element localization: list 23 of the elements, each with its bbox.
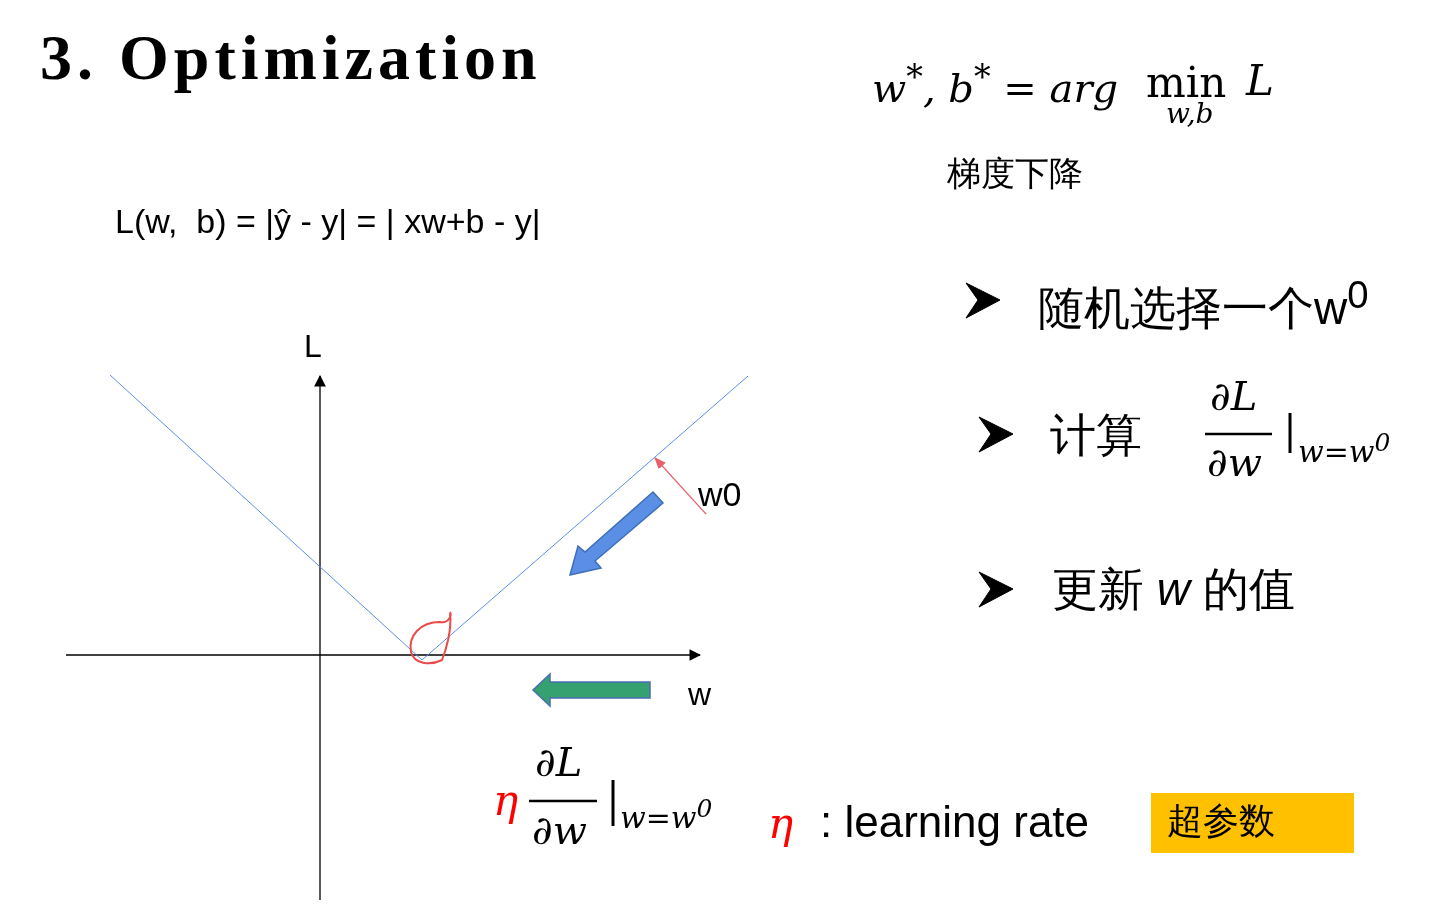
subtitle: 梯度下降	[947, 156, 1083, 190]
formula-text: w$^{*}$, b$^{*}$ = arg	[872, 60, 1119, 109]
formula-text: ∂w	[532, 810, 587, 850]
step-text: 更新 w 的值	[1052, 566, 1295, 612]
formula-subscript: w=w$^{0}$	[1298, 430, 1391, 467]
point-label: w0	[698, 474, 750, 514]
step-text: 随机选择一个w$^{0}$	[1038, 276, 1369, 332]
leader-line	[654, 457, 707, 515]
formula-symbol: η	[768, 803, 794, 845]
formula-symbol: η	[493, 780, 519, 822]
formula-text: ∂L	[535, 742, 583, 782]
formula-text: ∂w	[1207, 442, 1262, 482]
axis-label: w	[688, 678, 712, 710]
formula-subscript: w,b	[1166, 100, 1214, 128]
loss-curve	[109, 374, 749, 661]
formula-text: L	[1246, 60, 1274, 102]
formula-text: ∂L	[1210, 376, 1258, 416]
definition-text: : learning rate	[820, 800, 1090, 844]
highlight-box: 超参数	[1151, 793, 1354, 853]
formula-subscript: w=w$^{0}$	[620, 796, 713, 833]
axis-label: L	[304, 330, 322, 362]
loss-formula: L(w, b) = |ŷ - y| = | xw+b - y|	[115, 204, 541, 238]
step-text: 计算	[1050, 412, 1142, 458]
